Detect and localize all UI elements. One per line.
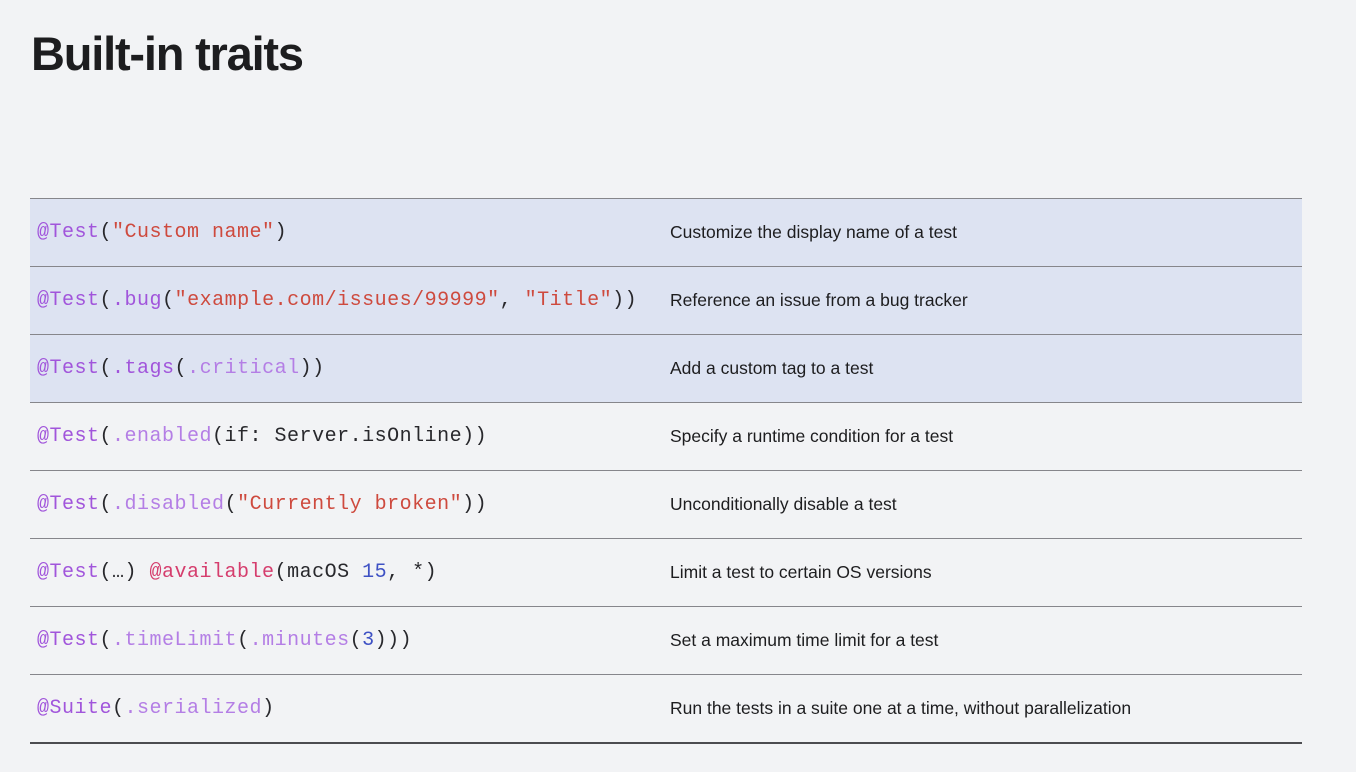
code-token-plain: , [499, 289, 525, 312]
code-token-attribute: @Test [37, 357, 100, 380]
code-token-number: 3 [362, 629, 375, 652]
code-token-member: .minutes [249, 629, 350, 652]
code-token-attribute: @Test [37, 289, 100, 312]
table-row: @Test(.enabled(if: Server.isOnline))Spec… [30, 402, 1302, 470]
code-token-member: .serialized [124, 697, 263, 720]
code-token-number: 15 [362, 561, 388, 584]
trait-code: @Test(.enabled(if: Server.isOnline)) [30, 425, 670, 448]
code-token-attribute: .tags [112, 357, 175, 380]
trait-description: Reference an issue from a bug tracker [670, 290, 968, 310]
trait-code: @Test(…) @available(macOS 15, *) [30, 561, 670, 584]
code-token-plain: ( [99, 357, 113, 380]
code-token-attribute: @Test [37, 221, 100, 244]
code-token-attribute: @Suite [37, 697, 113, 720]
code-token-plain: ( [99, 221, 113, 244]
table-row: @Test("Custom name")Customize the displa… [30, 198, 1302, 266]
trait-code: @Suite(.serialized) [30, 697, 670, 720]
code-token-string: "Title" [524, 289, 613, 312]
code-token-plain: ( [99, 629, 113, 652]
table-row: @Test(.timeLimit(.minutes(3)))Set a maxi… [30, 606, 1302, 674]
trait-description: Customize the display name of a test [670, 222, 957, 242]
code-token-keyword: @available [149, 561, 275, 584]
trait-code: @Test(.tags(.critical)) [30, 357, 670, 380]
code-token-plain: )) [462, 493, 488, 516]
code-token-plain: , *) [387, 561, 438, 584]
code-token-attribute: @Test [37, 561, 100, 584]
trait-description: Add a custom tag to a test [670, 358, 874, 378]
trait-description: Specify a runtime condition for a test [670, 426, 954, 446]
code-token-attribute: @Test [37, 629, 100, 652]
code-token-string: "example.com/issues/99999" [174, 289, 500, 312]
code-token-plain: ))) [374, 629, 413, 652]
table-row: @Suite(.serialized)Run the tests in a su… [30, 674, 1302, 742]
trait-description: Limit a test to certain OS versions [670, 562, 932, 582]
code-token-plain: ( [237, 629, 250, 652]
trait-code: @Test(.disabled("Currently broken")) [30, 493, 670, 516]
code-token-member: .timeLimit [112, 629, 238, 652]
code-token-string: "Currently broken" [237, 493, 463, 516]
code-token-plain: (…) [99, 561, 150, 584]
trait-code: @Test("Custom name") [30, 221, 670, 244]
table-row: @Test(.disabled("Currently broken"))Unco… [30, 470, 1302, 538]
code-token-plain: ( [99, 493, 113, 516]
code-token-attribute: .bug [112, 289, 163, 312]
code-token-plain: )) [299, 357, 325, 380]
table-row: @Test(.tags(.critical))Add a custom tag … [30, 334, 1302, 402]
code-token-plain: (if: Server.isOnline)) [212, 425, 488, 448]
page-title: Built-in traits [31, 27, 304, 80]
code-token-plain: ) [262, 697, 275, 720]
code-token-plain: ( [99, 289, 113, 312]
code-token-plain: ( [162, 289, 175, 312]
trait-description: Unconditionally disable a test [670, 494, 897, 514]
code-token-string: "Custom name" [112, 221, 275, 244]
code-token-plain: ( [349, 629, 363, 652]
traits-table: @Test("Custom name")Customize the displa… [30, 198, 1302, 744]
code-token-plain: ) [274, 221, 288, 244]
trait-description: Run the tests in a suite one at a time, … [670, 698, 1132, 718]
code-token-plain: )) [612, 289, 638, 312]
code-token-member: .disabled [112, 493, 225, 516]
code-token-attribute: @Test [37, 493, 100, 516]
code-token-plain: ( [112, 697, 125, 720]
table-row: @Test(.bug("example.com/issues/99999", "… [30, 266, 1302, 334]
code-token-plain: ( [174, 357, 188, 380]
table-row: @Test(…) @available(macOS 15, *)Limit a … [30, 538, 1302, 606]
trait-code: @Test(.bug("example.com/issues/99999", "… [30, 289, 670, 312]
trait-description: Set a maximum time limit for a test [670, 630, 939, 650]
code-token-attribute: @Test [37, 425, 100, 448]
code-token-plain: (macOS [274, 561, 363, 584]
code-token-plain: ( [224, 493, 238, 516]
trait-code: @Test(.timeLimit(.minutes(3))) [30, 629, 670, 652]
code-token-member: .critical [187, 357, 300, 380]
code-token-plain: ( [99, 425, 113, 448]
code-token-member: .enabled [112, 425, 213, 448]
